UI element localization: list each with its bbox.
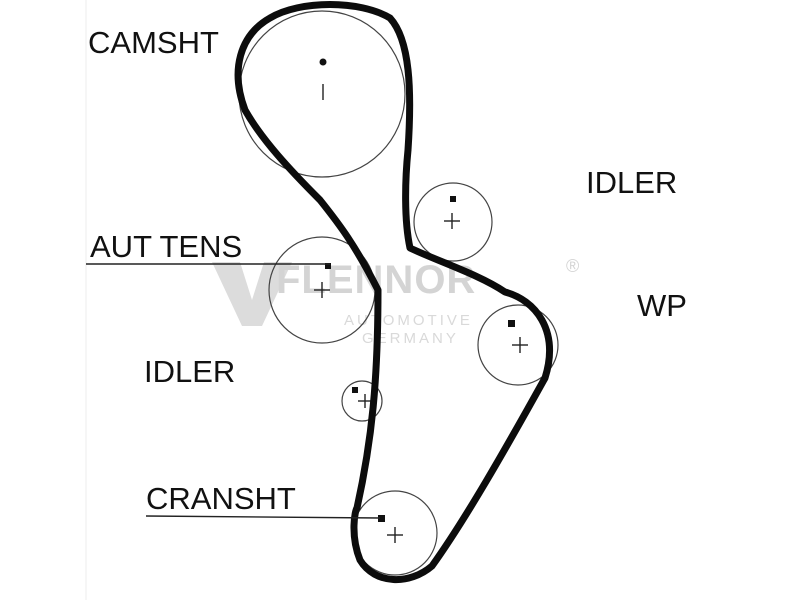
idler-lower-center-mark bbox=[352, 387, 372, 408]
water-pump-pulley bbox=[477, 304, 559, 386]
watermark-registered-mark: ® bbox=[566, 256, 579, 276]
idler-upper-pulley bbox=[413, 182, 493, 262]
water-pump-center-mark bbox=[508, 320, 528, 353]
watermark-line1: AUTOMOTIVE bbox=[344, 312, 473, 329]
camshaft-center-mark bbox=[319, 58, 327, 100]
watermark-logo-mark bbox=[212, 262, 292, 326]
crankshaft-label: CRANSHT bbox=[146, 481, 296, 516]
timing-belt bbox=[234, 1, 553, 583]
auto-tensioner-center-mark bbox=[314, 263, 331, 298]
idler-upper-center-mark bbox=[444, 196, 460, 229]
crankshaft-center-mark bbox=[378, 515, 403, 543]
idler-upper-label: IDLER bbox=[586, 165, 677, 200]
water-pump-label: WP bbox=[637, 288, 687, 323]
crankshaft-leader-line bbox=[145, 515, 381, 519]
idler-lower-label: IDLER bbox=[144, 354, 235, 389]
camshaft-pulley bbox=[238, 10, 406, 178]
auto-tensioner-label: AUT TENS bbox=[90, 229, 242, 264]
idler-lower-pulley bbox=[341, 380, 383, 422]
watermark-line2: GERMANY bbox=[362, 330, 459, 347]
camshaft-label: CAMSHT bbox=[88, 25, 219, 60]
